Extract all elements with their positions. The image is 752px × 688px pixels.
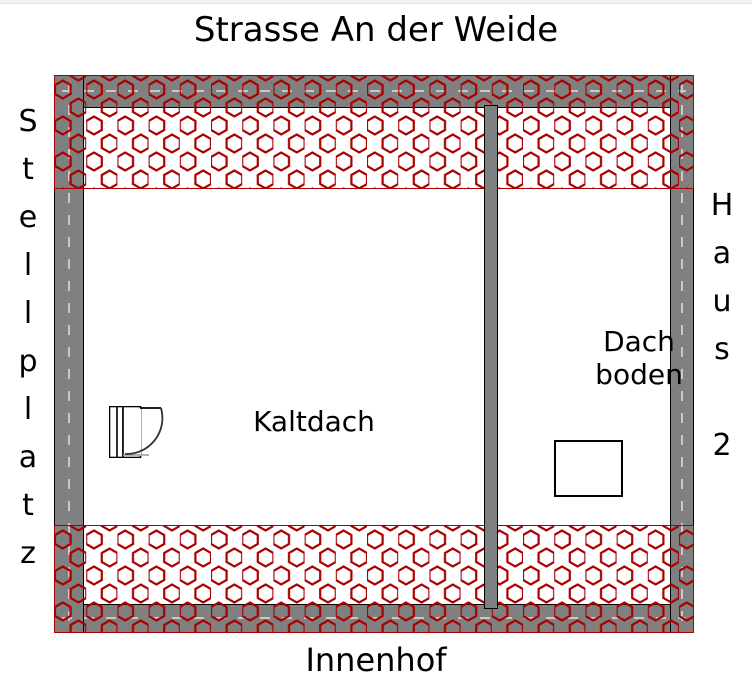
room-label-kaltdach: Kaltdach — [253, 405, 375, 438]
left-label-char: l — [23, 248, 33, 283]
left-label-char: l — [23, 296, 33, 331]
right-label-char: H — [710, 188, 734, 223]
left-label-char: a — [18, 440, 38, 475]
bottom-area-label-innenhof: Innenhof — [305, 641, 447, 679]
left-area-label-stellplatz: S t e l l p l a t z — [8, 98, 48, 578]
rectangular-opening — [554, 440, 623, 497]
building-outline: Kaltdach Dach boden — [54, 75, 694, 633]
left-label-char: t — [22, 152, 34, 187]
right-label-char: 2 — [712, 428, 732, 463]
left-label-char: t — [22, 488, 34, 523]
wall-left — [54, 75, 84, 633]
right-label-char: s — [714, 332, 730, 367]
left-label-char: l — [23, 392, 33, 427]
left-label-char: e — [18, 200, 38, 235]
wall-bottom — [54, 604, 694, 633]
page-title: Strasse An der Weide — [193, 10, 559, 50]
right-area-label-haus-2: H a u s 2 — [702, 182, 742, 470]
left-label-char: z — [20, 536, 36, 571]
left-label-char: S — [18, 104, 38, 139]
interior-floor-area — [84, 108, 670, 604]
right-label-char: a — [712, 236, 732, 271]
right-label-char: u — [712, 284, 732, 319]
left-label-char: p — [18, 344, 38, 379]
door-with-swing-arc — [109, 406, 169, 458]
wall-interior-vertical-middle-overlay — [484, 105, 498, 609]
room-label-dachboden: Dach boden — [595, 325, 683, 392]
window-top-edge — [0, 0, 752, 4]
wall-top — [54, 75, 694, 108]
